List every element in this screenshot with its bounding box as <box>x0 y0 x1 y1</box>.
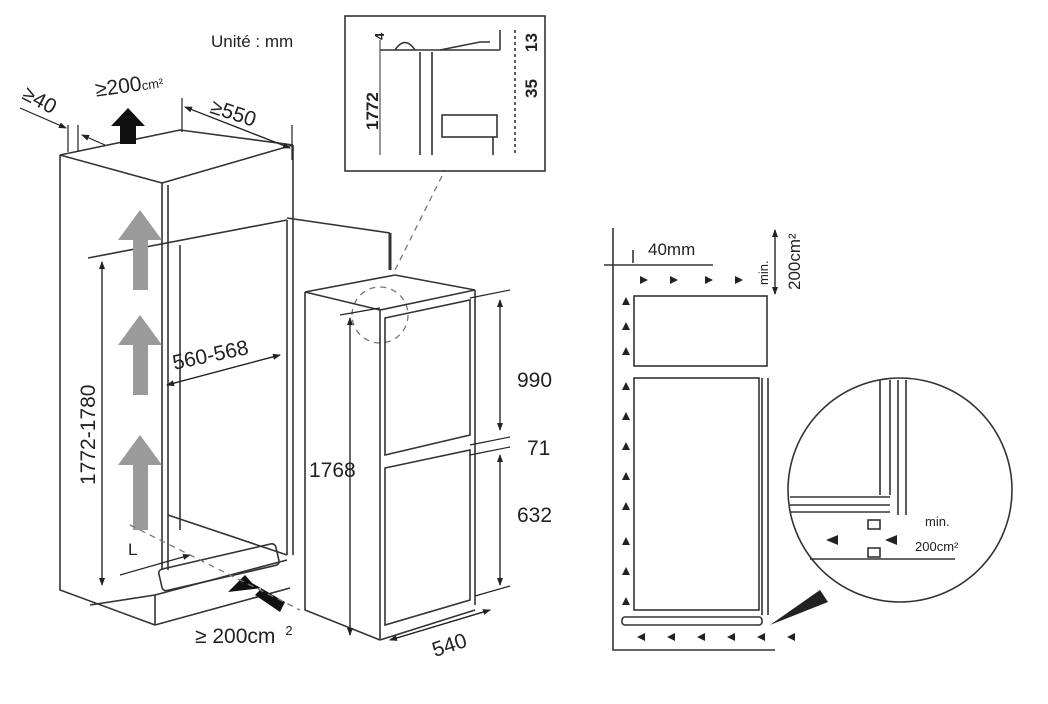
niche-dimensions <box>19 98 293 586</box>
cabinet-niche <box>59 129 392 626</box>
detail-dim-right-top: 13 <box>522 33 541 52</box>
zoom-vent-min-label: min. <box>925 514 950 529</box>
plinth-depth-label: L <box>128 540 138 559</box>
vent-arrow-top-icon <box>111 108 145 144</box>
side-vent-min-label: min. <box>756 260 771 285</box>
airflow-arrows-icon <box>118 210 162 530</box>
side-airflow-arrows-icon <box>622 276 795 641</box>
detail-dim-right: 35 <box>522 79 541 98</box>
detail-dim-top: 4 <box>372 32 387 40</box>
unit-label: Unité : mm <box>211 32 294 51</box>
side-top-gap-label: 40mm <box>648 240 696 259</box>
detail-dim-height: 1772 <box>363 92 382 130</box>
side-section <box>604 228 775 651</box>
zoom-vent-area-label: 200cm² <box>915 539 959 554</box>
vent-arrow-bottom-icon <box>228 575 285 612</box>
lower-door-label: 632 <box>517 504 553 527</box>
zoom-detail-circle <box>787 377 1013 603</box>
niche-height-label: 1772-1780 <box>77 384 100 485</box>
side-vent-area-label: 200cm² <box>785 233 804 290</box>
detail-box <box>344 15 546 172</box>
appliance-height-label: 1768 <box>309 459 356 482</box>
upper-door-label: 990 <box>517 369 553 392</box>
appliance <box>304 274 476 641</box>
appliance-dimensions <box>339 289 511 641</box>
gap-label: 71 <box>527 437 551 460</box>
